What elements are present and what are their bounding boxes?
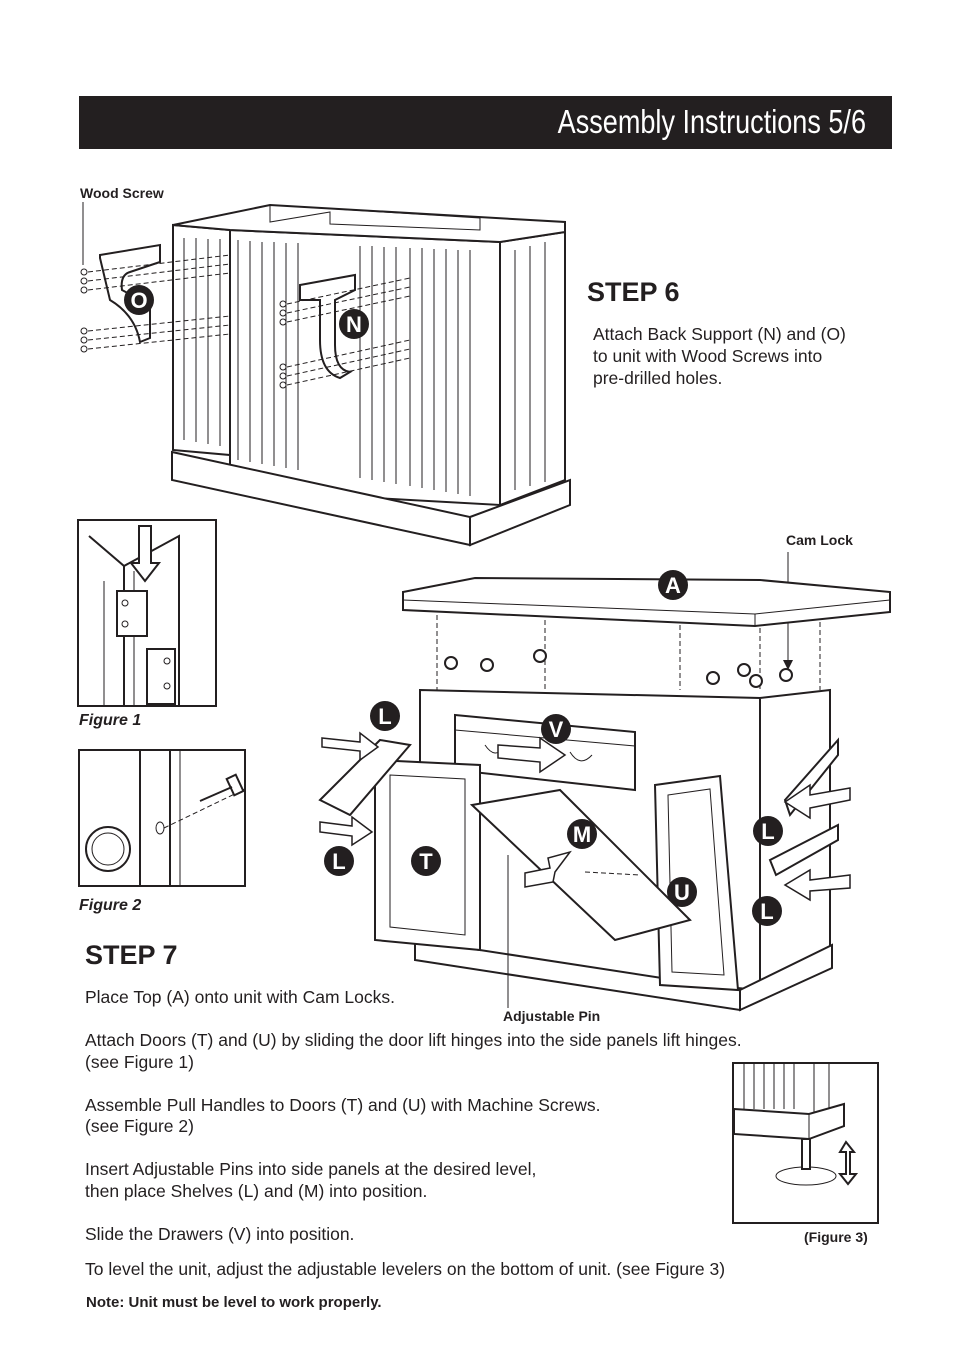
part-label-l-bottom-left: L: [324, 846, 354, 876]
figure1-box: [77, 519, 217, 707]
step6-line-3: pre-drilled holes.: [593, 368, 723, 388]
part-label-o: O: [124, 285, 154, 315]
instruction-place-shelves: then place Shelves (L) and (M) into posi…: [85, 1181, 428, 1201]
part-label-a: A: [658, 570, 688, 600]
instruction-see-figure1: (see Figure 1): [85, 1052, 194, 1072]
step6-title: STEP 6: [587, 277, 680, 307]
instruction-level-unit: To level the unit, adjust the adjustable…: [85, 1259, 726, 1279]
part-label-l-top-left: L: [370, 701, 400, 731]
part-label-u: U: [667, 877, 697, 907]
figure2-caption: Figure 2: [79, 897, 142, 914]
figure2-handle-illustration: [85, 751, 246, 885]
figure3-leveler-illustration: [733, 1064, 859, 1186]
figure2-box: [78, 749, 246, 887]
instruction-see-figure2: (see Figure 2): [85, 1116, 194, 1136]
part-label-l-right-upper: L: [753, 816, 783, 846]
instruction-place-top: Place Top (A) onto unit with Cam Locks.: [85, 987, 395, 1007]
page-title: Assembly Instructions 5/6: [557, 103, 866, 140]
cam-lock-label: Cam Lock: [786, 532, 853, 548]
step6-line-1: Attach Back Support (N) and (O): [593, 324, 846, 344]
part-label-n: N: [339, 309, 369, 339]
step7-title: STEP 7: [85, 940, 178, 970]
figure3-caption: (Figure 3): [804, 1229, 868, 1245]
step6-line-2: to unit with Wood Screws into: [593, 346, 823, 366]
figure1-caption: Figure 1: [79, 712, 142, 729]
figure3-box: [732, 1062, 879, 1224]
level-note: Note: Unit must be level to work properl…: [86, 1294, 382, 1311]
part-label-m: M: [567, 819, 597, 849]
instruction-attach-doors: Attach Doors (T) and (U) by sliding the …: [85, 1030, 742, 1050]
instruction-pull-handles: Assemble Pull Handles to Doors (T) and (…: [85, 1095, 601, 1115]
part-label-v: V: [541, 714, 571, 744]
instruction-adjustable-pins: Insert Adjustable Pins into side panels …: [85, 1159, 537, 1179]
step6-instructions: Attach Back Support (N) and (O) to unit …: [593, 323, 893, 389]
part-label-t: T: [411, 846, 441, 876]
figure1-hinge-illustration: [88, 525, 180, 705]
part-label-l-right-lower: L: [752, 896, 782, 926]
header-bar: Assembly Instructions 5/6: [79, 96, 892, 149]
instruction-slide-drawers: Slide the Drawers (V) into position.: [85, 1224, 355, 1244]
wood-screw-label: Wood Screw: [80, 185, 164, 201]
adjustable-pin-label: Adjustable Pin: [503, 1008, 601, 1024]
